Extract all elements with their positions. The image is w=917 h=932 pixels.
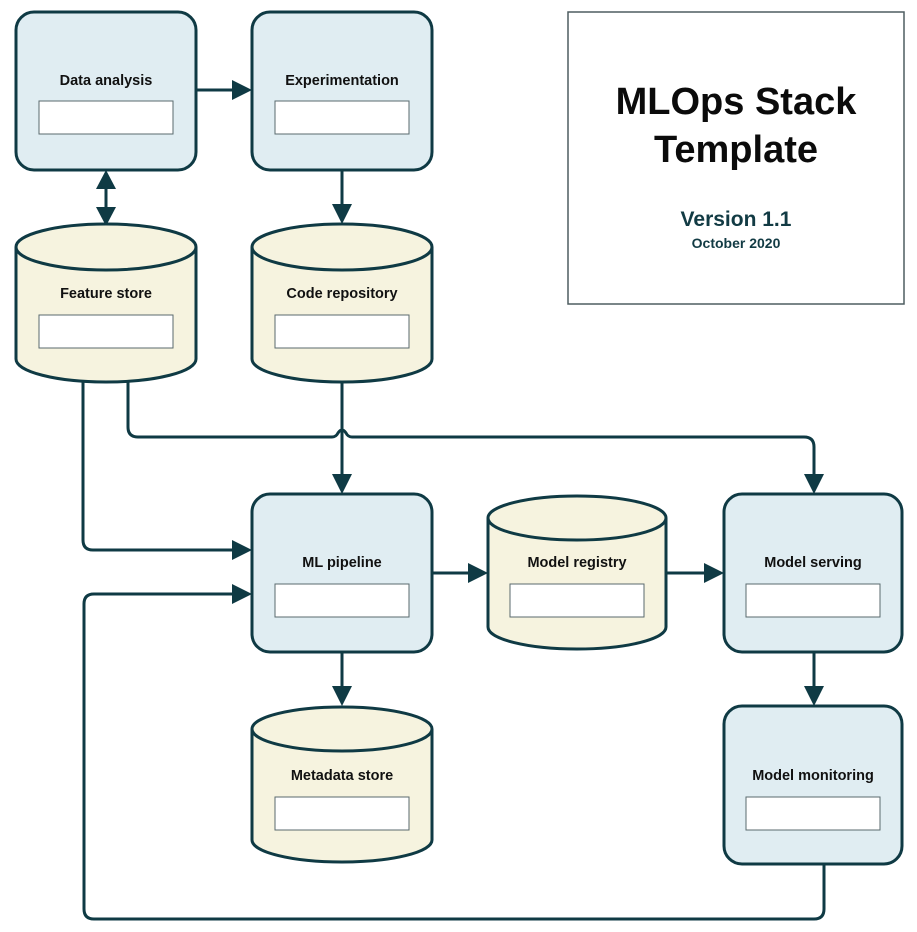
connector-line (81, 382, 234, 552)
node-label: Feature store (60, 286, 152, 302)
cylinder-top (250, 705, 434, 753)
data-analysis-input-field[interactable] (38, 100, 174, 135)
edge-model-registry-to-model-serving (667, 563, 724, 583)
process-box (250, 10, 434, 172)
process-box (722, 492, 904, 654)
node-label: Data analysis (60, 73, 153, 89)
arrowhead-icon (232, 584, 252, 604)
process-box (250, 492, 434, 654)
model-serving-input-field[interactable] (745, 583, 881, 618)
arrowhead-icon (704, 563, 724, 583)
arrowhead-icon (804, 686, 824, 706)
cylinder-top (486, 494, 668, 542)
arrowhead-icon (332, 474, 352, 494)
edge-ml-pipeline-to-model-registry (432, 563, 488, 583)
title-line-2: Template (654, 129, 818, 171)
node-label: ML pipeline (302, 555, 382, 571)
cylinder-top (14, 222, 198, 272)
node-metadata-store[interactable]: Metadata store (250, 705, 434, 864)
process-box (14, 10, 198, 172)
edge-code-repository-to-ml-pipeline (332, 382, 352, 494)
edge-model-serving-to-model-monitoring (804, 652, 824, 706)
version-label: Version 1.1 (681, 208, 792, 231)
experimentation-input-field[interactable] (274, 100, 410, 135)
feature-store-input-field[interactable] (38, 314, 174, 349)
model-monitoring-input-field[interactable] (745, 796, 881, 831)
node-label: Model monitoring (752, 768, 874, 784)
metadata-store-input-field[interactable] (274, 796, 410, 831)
connectors (81, 80, 826, 921)
process-box (722, 704, 904, 866)
node-feature-store[interactable]: Feature store (14, 222, 198, 384)
node-label: Model registry (527, 555, 626, 571)
node-code-repository[interactable]: Code repository (250, 222, 434, 384)
node-ml-pipeline[interactable]: ML pipeline (250, 492, 434, 654)
node-model-registry[interactable]: Model registry (486, 494, 668, 651)
edge-experimentation-to-code-repository (332, 170, 352, 224)
node-experimentation[interactable]: Experimentation (250, 10, 434, 172)
arrowhead-icon (232, 540, 252, 560)
model-registry-input-field[interactable] (509, 583, 645, 618)
cylinder-top (250, 222, 434, 272)
node-label: Metadata store (291, 768, 393, 784)
edge-data-analysis-feature-store (96, 170, 116, 226)
arrowhead-icon (332, 204, 352, 224)
edge-feature-store-to-model-serving (126, 382, 824, 494)
node-data-analysis[interactable]: Data analysis (14, 10, 198, 172)
arrowhead-icon (804, 474, 824, 494)
connector-line (82, 592, 826, 921)
edge-data-analysis-to-experimentation (196, 80, 252, 100)
connector-line (126, 382, 816, 476)
node-model-serving[interactable]: Model serving (722, 492, 904, 654)
node-label: Model serving (764, 555, 862, 571)
date-label: October 2020 (692, 235, 781, 251)
node-model-monitoring[interactable]: Model monitoring (722, 704, 904, 866)
arrowhead-icon (468, 563, 488, 583)
title-card: MLOps Stack Template Version 1.1 October… (567, 11, 905, 305)
edge-model-monitoring-to-ml-pipeline (82, 584, 826, 921)
node-label: Experimentation (285, 73, 399, 89)
edge-feature-store-to-ml-pipeline (81, 382, 252, 560)
arrowhead-icon (232, 80, 252, 100)
node-label: Code repository (286, 286, 397, 302)
title-line-1: MLOps Stack (616, 81, 858, 123)
ml-pipeline-input-field[interactable] (274, 583, 410, 618)
arrowhead-down-icon (96, 207, 116, 226)
code-repository-input-field[interactable] (274, 314, 410, 349)
edge-ml-pipeline-to-metadata-store (332, 652, 352, 706)
title-card-frame (567, 11, 905, 305)
arrowhead-icon (332, 686, 352, 706)
arrowhead-up-icon (96, 170, 116, 189)
